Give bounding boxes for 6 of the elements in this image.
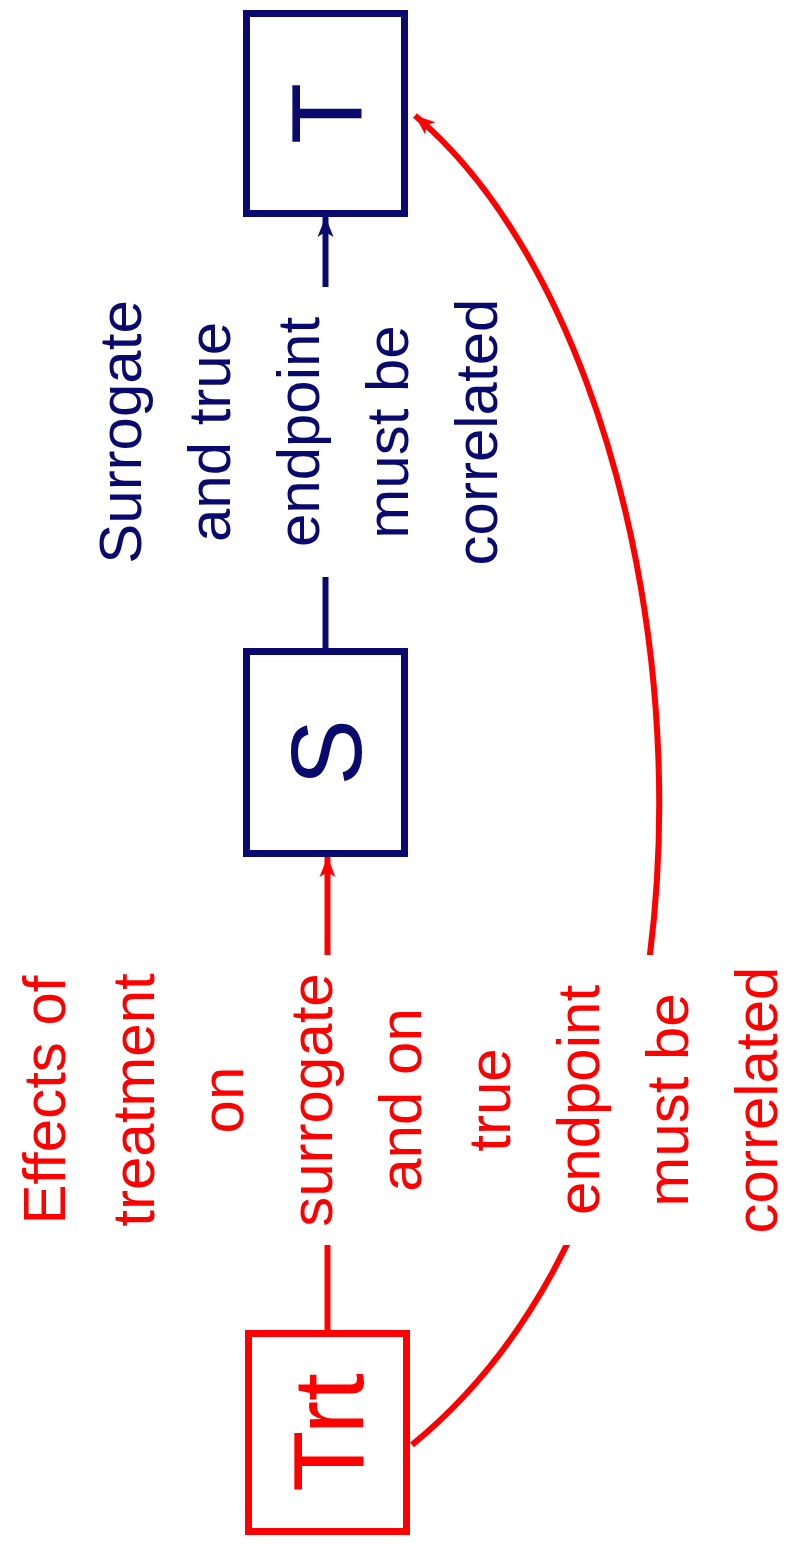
process-box — [243, 10, 408, 217]
process-box — [243, 648, 408, 857]
node-label: Trt — [277, 1373, 378, 1492]
process-box — [245, 1330, 410, 1535]
node-label: S — [275, 719, 376, 786]
node-label: T — [275, 82, 376, 145]
